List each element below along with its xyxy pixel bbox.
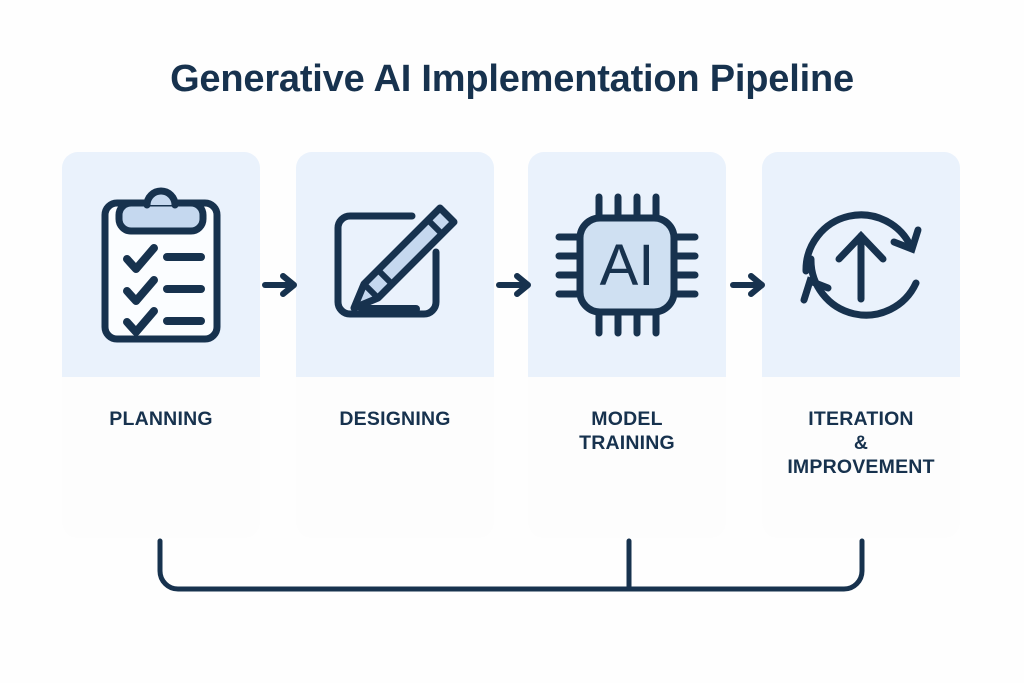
- right-arrow-icon-2: [496, 268, 532, 302]
- card-label-panel: [296, 377, 494, 538]
- pipeline-card-planning[interactable]: PLANNING: [62, 152, 260, 538]
- card-label-iteration-improvement: ITERATION & IMPROVEMENT: [768, 408, 954, 480]
- feedback-loop-bracket: [150, 533, 880, 603]
- pipeline-card-model-training[interactable]: AI MODEL TRAINING: [528, 152, 726, 538]
- card-label-line: &: [853, 431, 869, 454]
- pipeline-card-iteration-improvement[interactable]: ITERATION & IMPROVEMENT: [762, 152, 960, 538]
- right-arrow-icon-1: [262, 268, 298, 302]
- pipeline-card-designing[interactable]: DESIGNING: [296, 152, 494, 538]
- card-label-line: MODEL: [591, 408, 663, 430]
- ai-chip-icon: AI: [528, 152, 726, 377]
- page-title: Generative AI Implementation Pipeline: [170, 58, 854, 100]
- card-label-panel: [528, 377, 726, 538]
- pencil-edit-icon: [296, 152, 494, 377]
- card-label-designing: DESIGNING: [302, 408, 488, 432]
- pipeline-stage-row: PLANNING DESIGNING: [62, 152, 962, 538]
- card-label-line: PLANNING: [109, 408, 213, 430]
- card-label-panel: [62, 377, 260, 538]
- right-arrow-icon-3: [730, 268, 766, 302]
- card-label-model-training: MODEL TRAINING: [534, 408, 720, 456]
- card-label-panel: [762, 377, 960, 538]
- card-label-line: DESIGNING: [339, 408, 451, 430]
- refresh-cycle-up-arrow-icon: [762, 152, 960, 377]
- clipboard-checklist-icon: [62, 152, 260, 377]
- card-label-line: TRAINING: [579, 431, 675, 454]
- card-label-line: ITERATION: [808, 408, 914, 430]
- card-label-planning: PLANNING: [68, 408, 254, 432]
- card-label-line: IMPROVEMENT: [787, 455, 935, 478]
- ai-chip-text: AI: [600, 233, 655, 298]
